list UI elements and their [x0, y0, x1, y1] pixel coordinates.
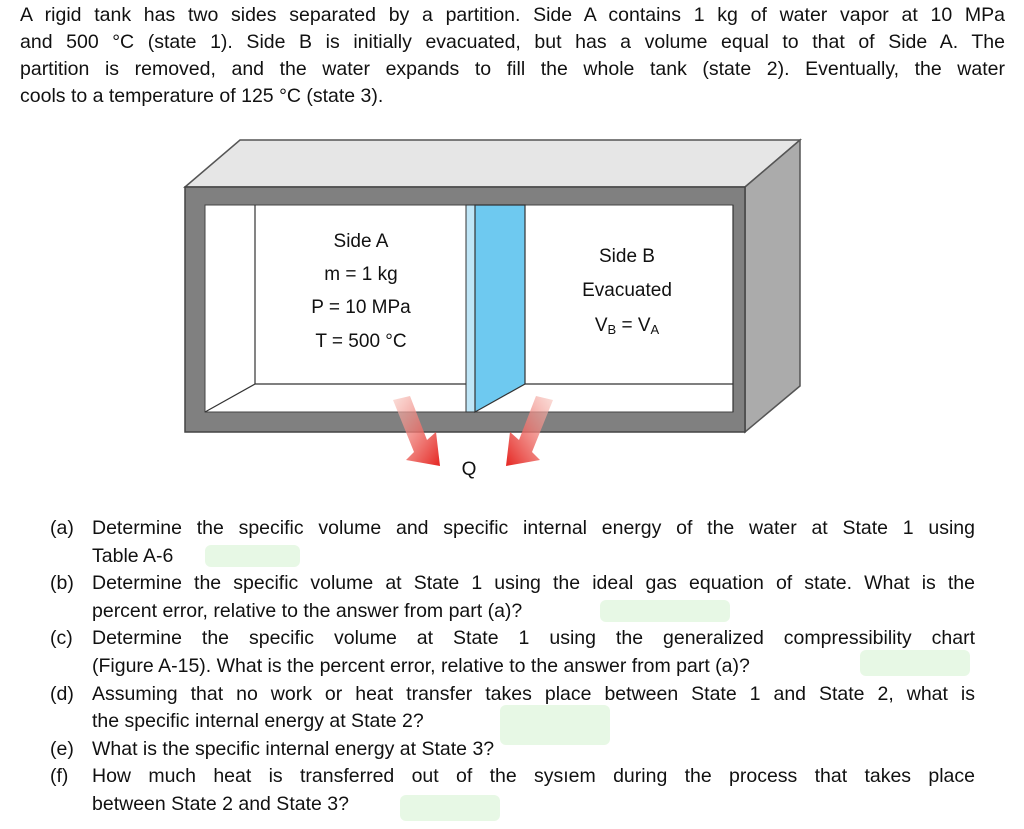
heat-label: Q	[462, 459, 477, 480]
heat-arrow-left	[393, 396, 440, 466]
tank-right-face	[744, 138, 801, 434]
question-item: (c) Determine the specific volume at Sta…	[20, 625, 975, 680]
question-line: Determine the specific volume at State 1…	[92, 572, 975, 595]
green-smudge	[205, 545, 300, 567]
question-item: (a) Determine the specific volume and sp…	[20, 515, 975, 570]
side-a-title: Side A	[334, 231, 389, 252]
question-line: Determine the specific volume and specif…	[92, 517, 975, 539]
question-line: How much heat is transferred out of the …	[92, 765, 975, 788]
tank-interior	[204, 204, 734, 413]
side-a-mass: m = 1 kg	[324, 264, 397, 285]
question-item: (d) Assuming that no work or heat transf…	[20, 681, 975, 736]
question-line: the specific internal energy at State 2?	[92, 710, 424, 733]
green-smudge	[600, 600, 730, 622]
problem-line: partition is removed, and the water expa…	[20, 58, 1005, 80]
question-letter: (d)	[50, 682, 74, 705]
question-item: (e) What is the specific internal energy…	[20, 736, 975, 764]
question-letter: (c)	[50, 627, 73, 650]
question-item: (b) Determine the specific volume at Sta…	[20, 570, 975, 625]
side-a-pressure: P = 10 MPa	[311, 297, 411, 318]
problem-line: and 500 °C (state 1). Side B is initiall…	[20, 31, 1005, 53]
question-letter: (f)	[50, 765, 69, 788]
problem-line: A rigid tank has two sides separated by …	[20, 4, 1005, 26]
question-letter: (b)	[50, 572, 74, 595]
side-b-state: Evacuated	[582, 280, 672, 301]
green-smudge	[500, 705, 610, 745]
question-list: (a) Determine the specific volume and sp…	[20, 515, 975, 819]
question-item: (f) How much heat is transferred out of …	[20, 763, 975, 818]
question-line: Determine the specific volume at State 1…	[92, 627, 975, 650]
problem-line: cools to a temperature of 125 °C (state …	[20, 85, 384, 107]
tank-top-face	[182, 139, 803, 188]
partition	[465, 204, 476, 413]
partition-face	[474, 204, 526, 414]
question-line: Assuming that no work or heat transfer t…	[92, 682, 975, 705]
side-b-volume: VB = VA	[595, 315, 660, 337]
side-b-title: Side B	[599, 246, 655, 267]
side-a-temperature: T = 500 °C	[315, 331, 406, 352]
question-letter: (a)	[50, 517, 74, 539]
tank-front-frame	[184, 186, 746, 433]
question-line: Table A-6	[92, 544, 174, 567]
problem-statement: A rigid tank has two sides separated by …	[20, 2, 1005, 110]
question-line: percent error, relative to the answer fr…	[92, 599, 523, 622]
green-smudge	[400, 795, 500, 821]
question-line: (Figure A-15). What is the percent error…	[92, 654, 750, 677]
question-line: What is the specific internal energy at …	[92, 737, 495, 760]
green-smudge	[860, 650, 970, 676]
question-line: between State 2 and State 3?	[92, 792, 349, 815]
question-letter: (e)	[50, 737, 74, 760]
heat-arrow-right	[506, 396, 553, 466]
